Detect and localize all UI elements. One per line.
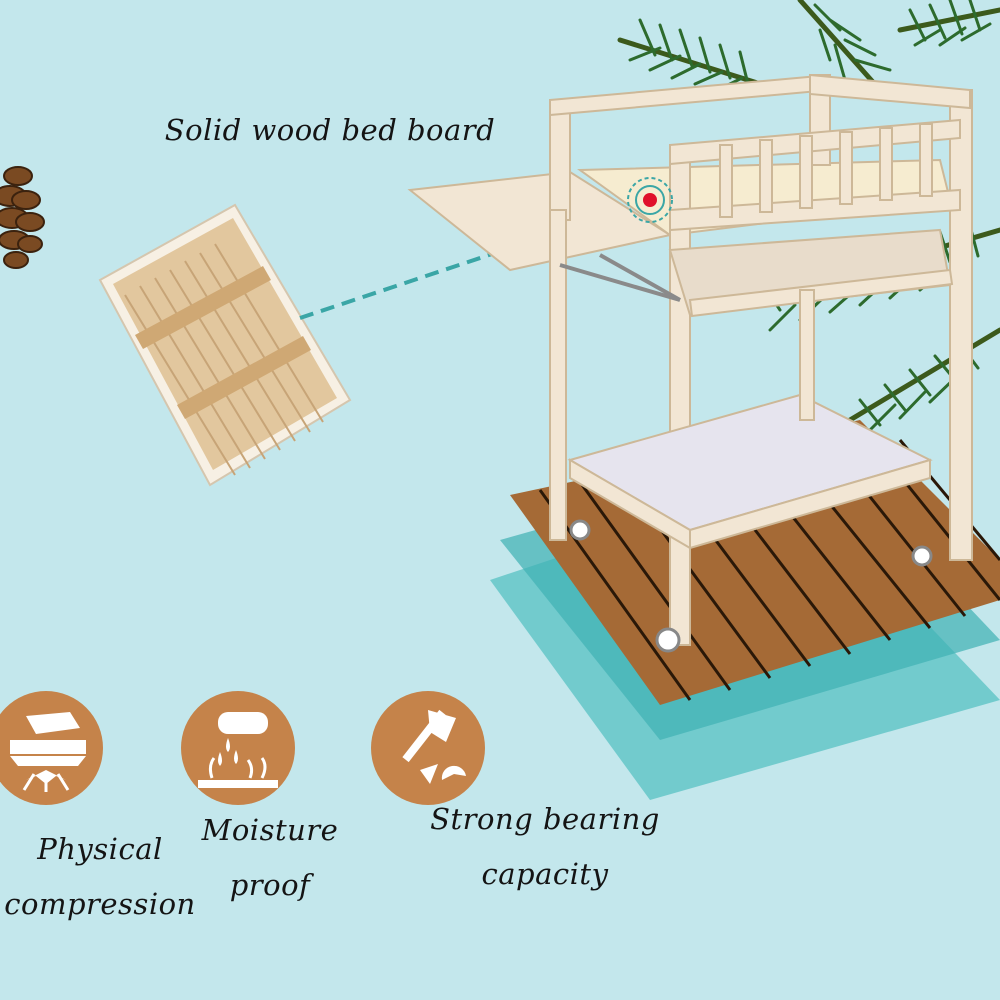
headline-caption: Solid wood bed board [164,113,496,147]
bed-board-panel [98,203,352,487]
pine-cone-decoration [0,166,45,269]
compression-icon [0,691,103,805]
feature-caption-physical: Physical compression [4,832,196,922]
axe-icon [371,691,485,805]
water-drop-icon [181,691,295,805]
changing-table-illustration [407,73,973,653]
feature-caption-moisture: Moisture proof [201,813,339,903]
feature-caption-strong: Strong bearing capacity [430,802,660,892]
